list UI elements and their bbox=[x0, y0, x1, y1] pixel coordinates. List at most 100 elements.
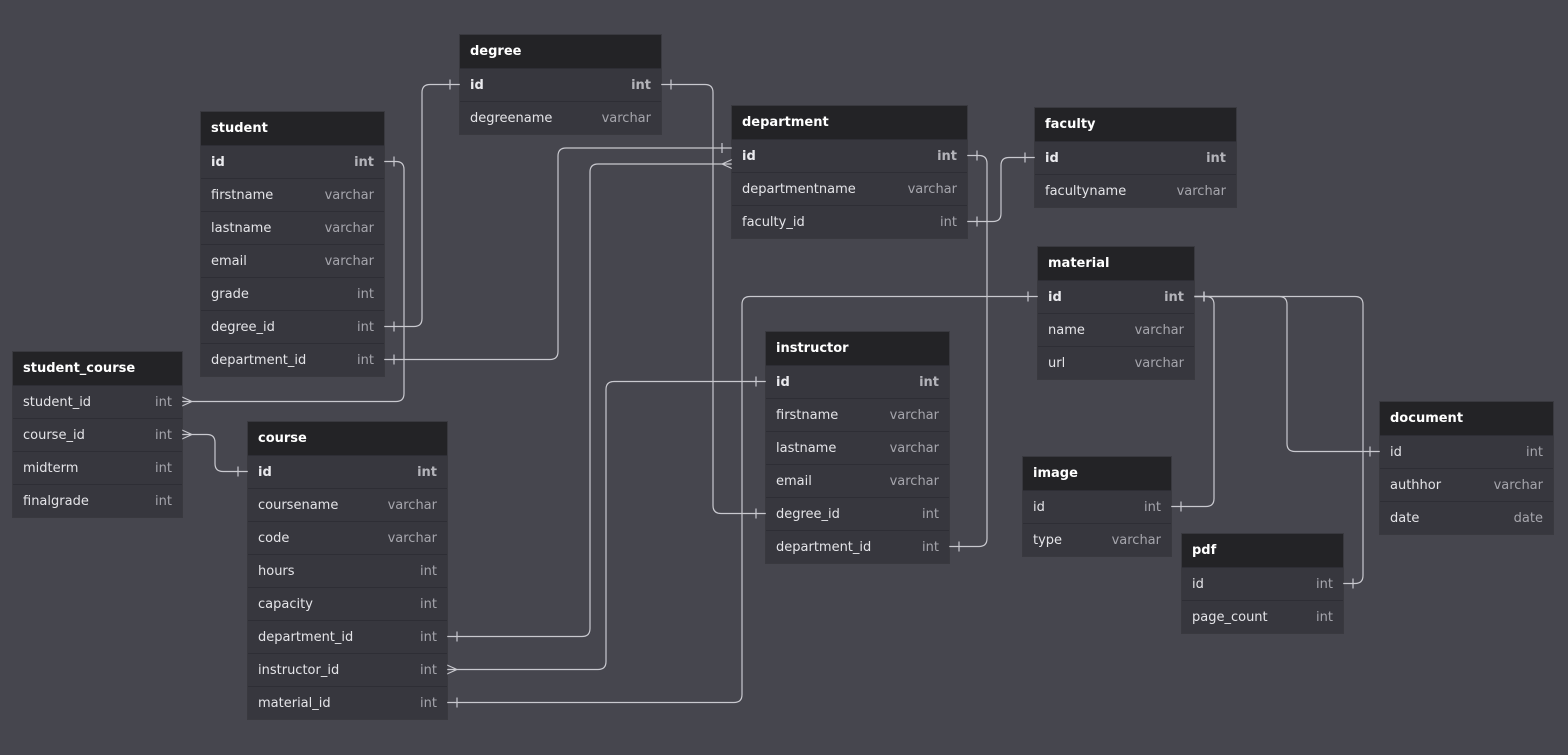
column-type: int bbox=[420, 630, 437, 645]
column-type: varchar bbox=[1134, 356, 1184, 371]
table-title-faculty[interactable]: faculty bbox=[1035, 108, 1236, 141]
column-type: varchar bbox=[387, 498, 437, 513]
table-title-material[interactable]: material bbox=[1038, 247, 1194, 280]
column-name: code bbox=[258, 531, 290, 546]
column-name: id bbox=[1033, 500, 1045, 515]
column-type: int bbox=[919, 375, 939, 390]
column-name: firstname bbox=[211, 188, 274, 203]
column-name: hours bbox=[258, 564, 295, 579]
column-name: id bbox=[211, 155, 225, 170]
column-name: firstname bbox=[776, 408, 839, 423]
column-name: email bbox=[211, 254, 247, 269]
column-name: degree_id bbox=[211, 320, 275, 335]
column-name: email bbox=[776, 474, 812, 489]
table-title-student[interactable]: student bbox=[201, 112, 384, 145]
column-row-course-department-id[interactable]: department_id int bbox=[248, 620, 447, 653]
column-name: facultyname bbox=[1045, 184, 1127, 199]
column-name: authhor bbox=[1390, 478, 1442, 493]
column-type: int bbox=[1526, 445, 1543, 460]
column-row-instructor-firstname[interactable]: firstname varchar bbox=[766, 398, 949, 431]
column-row-course-coursename[interactable]: coursename varchar bbox=[248, 488, 447, 521]
column-name: page_count bbox=[1192, 610, 1268, 625]
column-name: midterm bbox=[23, 461, 79, 476]
column-name: departmentname bbox=[742, 182, 856, 197]
column-name: id bbox=[1192, 577, 1204, 592]
column-name: coursename bbox=[258, 498, 339, 513]
table-title-pdf[interactable]: pdf bbox=[1182, 534, 1343, 567]
column-type: int bbox=[631, 78, 651, 93]
table-title-course[interactable]: course bbox=[248, 422, 447, 455]
column-name: id bbox=[1048, 290, 1062, 305]
table-title-image[interactable]: image bbox=[1023, 457, 1171, 490]
column-name: material_id bbox=[258, 696, 331, 711]
column-type: varchar bbox=[889, 408, 939, 423]
column-name: name bbox=[1048, 323, 1085, 338]
column-name: id bbox=[1045, 151, 1059, 166]
table-title-department[interactable]: department bbox=[732, 106, 967, 139]
column-row-degree-id[interactable]: id int bbox=[460, 68, 661, 101]
connector-instructor-department-id-to-department bbox=[949, 150, 988, 552]
connector-course-instructor-id-to-instructor bbox=[446, 376, 766, 675]
column-type: int bbox=[922, 507, 939, 522]
column-name: course_id bbox=[23, 428, 85, 443]
column-type: int bbox=[155, 395, 172, 410]
table-title-instructor[interactable]: instructor bbox=[766, 332, 949, 365]
table-title-student-course[interactable]: student_course bbox=[13, 352, 182, 385]
column-name: faculty_id bbox=[742, 215, 805, 230]
table-title-document[interactable]: document bbox=[1380, 402, 1553, 435]
table-title-degree[interactable]: degree bbox=[460, 35, 661, 68]
column-name: department_id bbox=[258, 630, 354, 645]
column-name: id bbox=[470, 78, 484, 93]
